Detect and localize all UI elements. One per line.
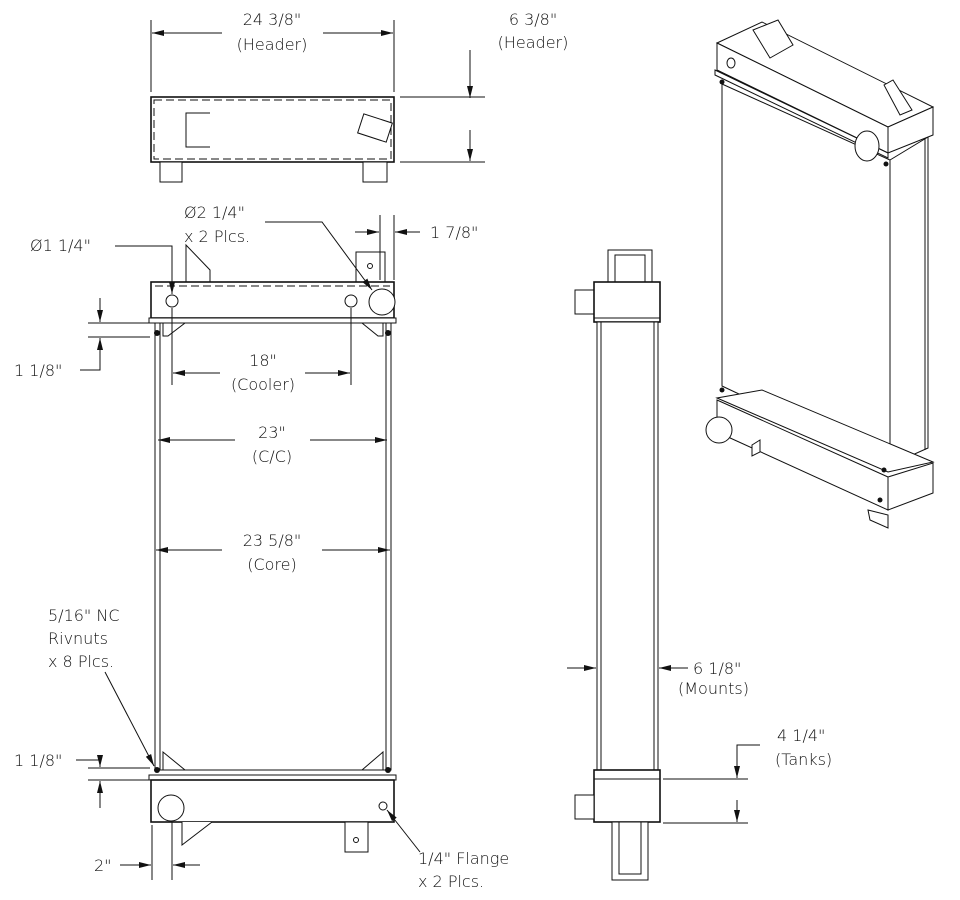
side-view: 6 1/8" (Mounts) 4 1/4" (Tanks) — [567, 249, 832, 881]
inlet-port — [165, 294, 179, 308]
nozzle-offset-label: 2" — [94, 856, 112, 875]
header-height-note: (Header) — [498, 33, 569, 52]
cc-label: 23" — [258, 423, 286, 442]
core-label: 23 5/8" — [243, 531, 302, 550]
flange-note: x 2 Plcs. — [418, 872, 484, 891]
outlet-dia-note: x 2 Plcs. — [184, 227, 250, 246]
front-view: 1 7/8" Ø2 1/4" x 2 Plcs. Ø1 1/4" 1 1/8" … — [14, 203, 509, 891]
isometric-view — [705, 19, 935, 529]
tanks-label: 4 1/4" — [777, 726, 825, 745]
cc-note: (C/C) — [252, 447, 292, 466]
core — [154, 322, 392, 771]
top-view: 24 3/8" (Header) 6 3/8" (Header) — [150, 10, 569, 183]
header-width-label: 24 3/8" — [243, 10, 302, 29]
rivnuts-line1: 5/16" NC — [48, 606, 120, 625]
mount-offset-label: 1 7/8" — [430, 223, 478, 242]
rivnuts-line3: x 8 Plcs. — [48, 652, 114, 671]
cooler-note: (Cooler) — [231, 375, 295, 394]
header-width-note: (Header) — [237, 35, 308, 54]
outlet-dia-label: Ø2 1/4" — [184, 203, 245, 222]
top-rivnut-offset-label: 1 1/8" — [14, 361, 62, 380]
header-height-label: 6 3/8" — [509, 10, 557, 29]
bottom-rivnut-offset-label: 1 1/8" — [14, 751, 62, 770]
core-note: (Core) — [247, 555, 297, 574]
outlet-port — [368, 288, 396, 316]
mounts-note: (Mounts) — [678, 679, 749, 698]
mounts-label: 6 1/8" — [693, 659, 741, 678]
tanks-note: (Tanks) — [775, 750, 832, 769]
inlet-dia-label: Ø1 1/4" — [30, 236, 91, 255]
flange-label: 1/4" Flange — [418, 849, 509, 868]
rivnuts-line2: Rivnuts — [48, 629, 108, 648]
cooler-label: 18" — [249, 351, 277, 370]
